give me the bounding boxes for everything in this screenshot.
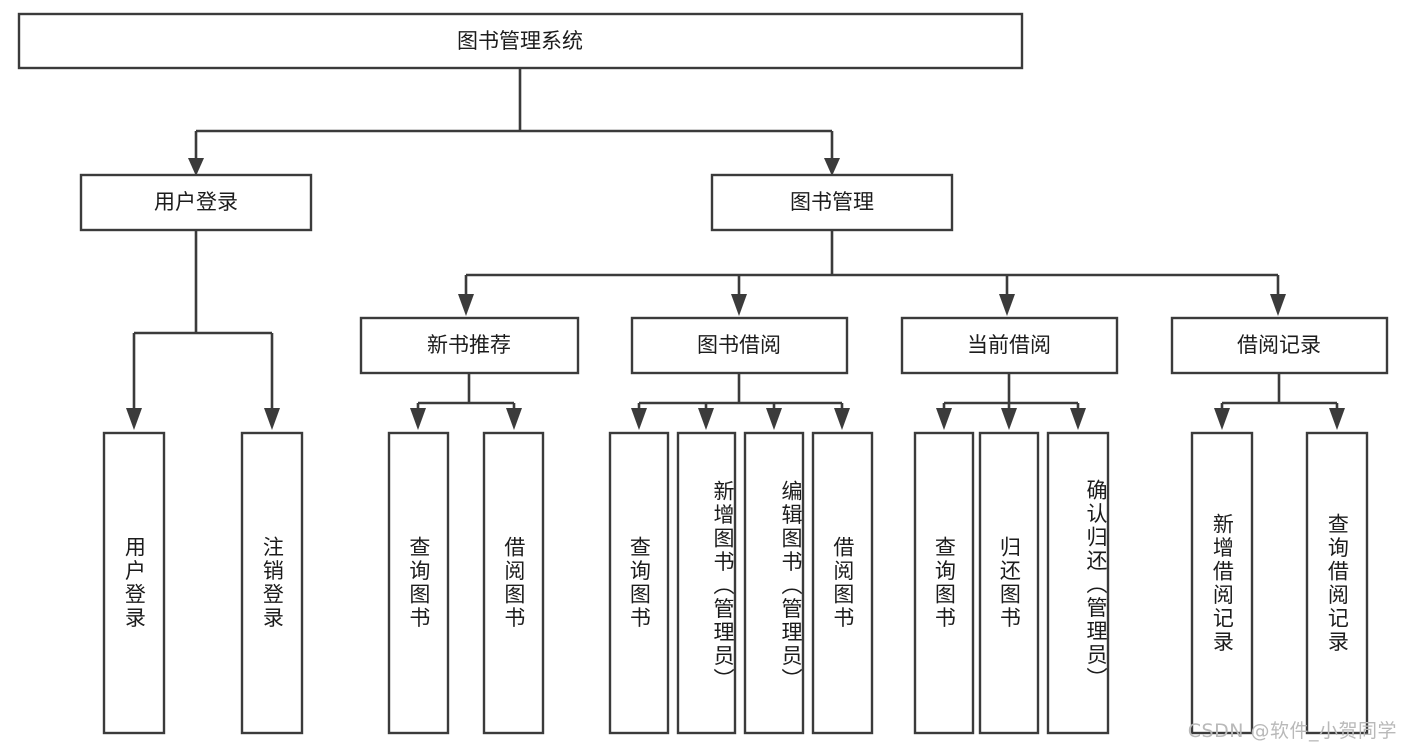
leaf-box-confirm-return-admin[interactable]	[1046, 431, 1110, 735]
leaf-box-add-book-admin[interactable]	[676, 431, 737, 735]
arrow-head-icon	[834, 408, 850, 430]
arrow-head-icon	[1329, 408, 1345, 430]
node-book-borrow-label: 图书借阅	[697, 333, 781, 357]
node-root-label: 图书管理系统	[457, 29, 583, 53]
arrow-head-icon	[126, 408, 142, 430]
leaf-box-borrow-book-1[interactable]	[482, 431, 545, 735]
node-borrow-record-label: 借阅记录	[1237, 333, 1321, 357]
arrow-head-icon	[188, 158, 204, 176]
leaf-box-logout[interactable]	[240, 431, 304, 735]
arrow-head-icon	[1070, 408, 1086, 430]
arrow-head-icon	[824, 158, 840, 176]
arrow-head-icon	[1001, 408, 1017, 430]
arrow-head-icon	[631, 408, 647, 430]
node-book-manage-box[interactable]	[710, 173, 954, 232]
leaf-box-edit-book-admin[interactable]	[743, 431, 805, 735]
arrow-head-icon	[264, 408, 280, 430]
node-current-borrow-label: 当前借阅	[967, 333, 1051, 357]
leaf-box-add-borrow-record[interactable]	[1190, 431, 1254, 735]
leaf-box-user-login[interactable]	[102, 431, 166, 735]
leaf-box-query-book-3[interactable]	[913, 431, 975, 735]
leaf-box-query-borrow-record[interactable]	[1305, 431, 1369, 735]
arrow-head-icon	[1214, 408, 1230, 430]
arrow-head-icon	[410, 408, 426, 430]
arrow-head-icon	[766, 408, 782, 430]
arrow-head-icon	[698, 408, 714, 430]
leaf-box-query-book-2[interactable]	[608, 431, 670, 735]
leaf-box-return-book[interactable]	[978, 431, 1040, 735]
leaf-box-query-book-1[interactable]	[387, 431, 450, 735]
node-borrow-record-box[interactable]	[1170, 316, 1389, 375]
node-new-book-rec-box[interactable]	[359, 316, 580, 375]
arrow-head-icon	[731, 294, 747, 316]
node-root-box[interactable]	[17, 12, 1024, 70]
node-user-login-label: 用户登录	[154, 190, 238, 214]
node-current-borrow-box[interactable]	[900, 316, 1119, 375]
arrow-head-icon	[506, 408, 522, 430]
arrow-head-icon	[936, 408, 952, 430]
node-book-manage-label: 图书管理	[790, 190, 874, 214]
node-new-book-rec-label: 新书推荐	[427, 333, 511, 357]
csdn-watermark: CSDN @软件_小贺同学	[1187, 720, 1397, 742]
leaf-box-borrow-book-2[interactable]	[811, 431, 874, 735]
arrow-head-icon	[458, 294, 474, 316]
node-book-borrow-box[interactable]	[630, 316, 849, 375]
arrow-head-icon	[1270, 294, 1286, 316]
arrow-head-icon	[999, 294, 1015, 316]
